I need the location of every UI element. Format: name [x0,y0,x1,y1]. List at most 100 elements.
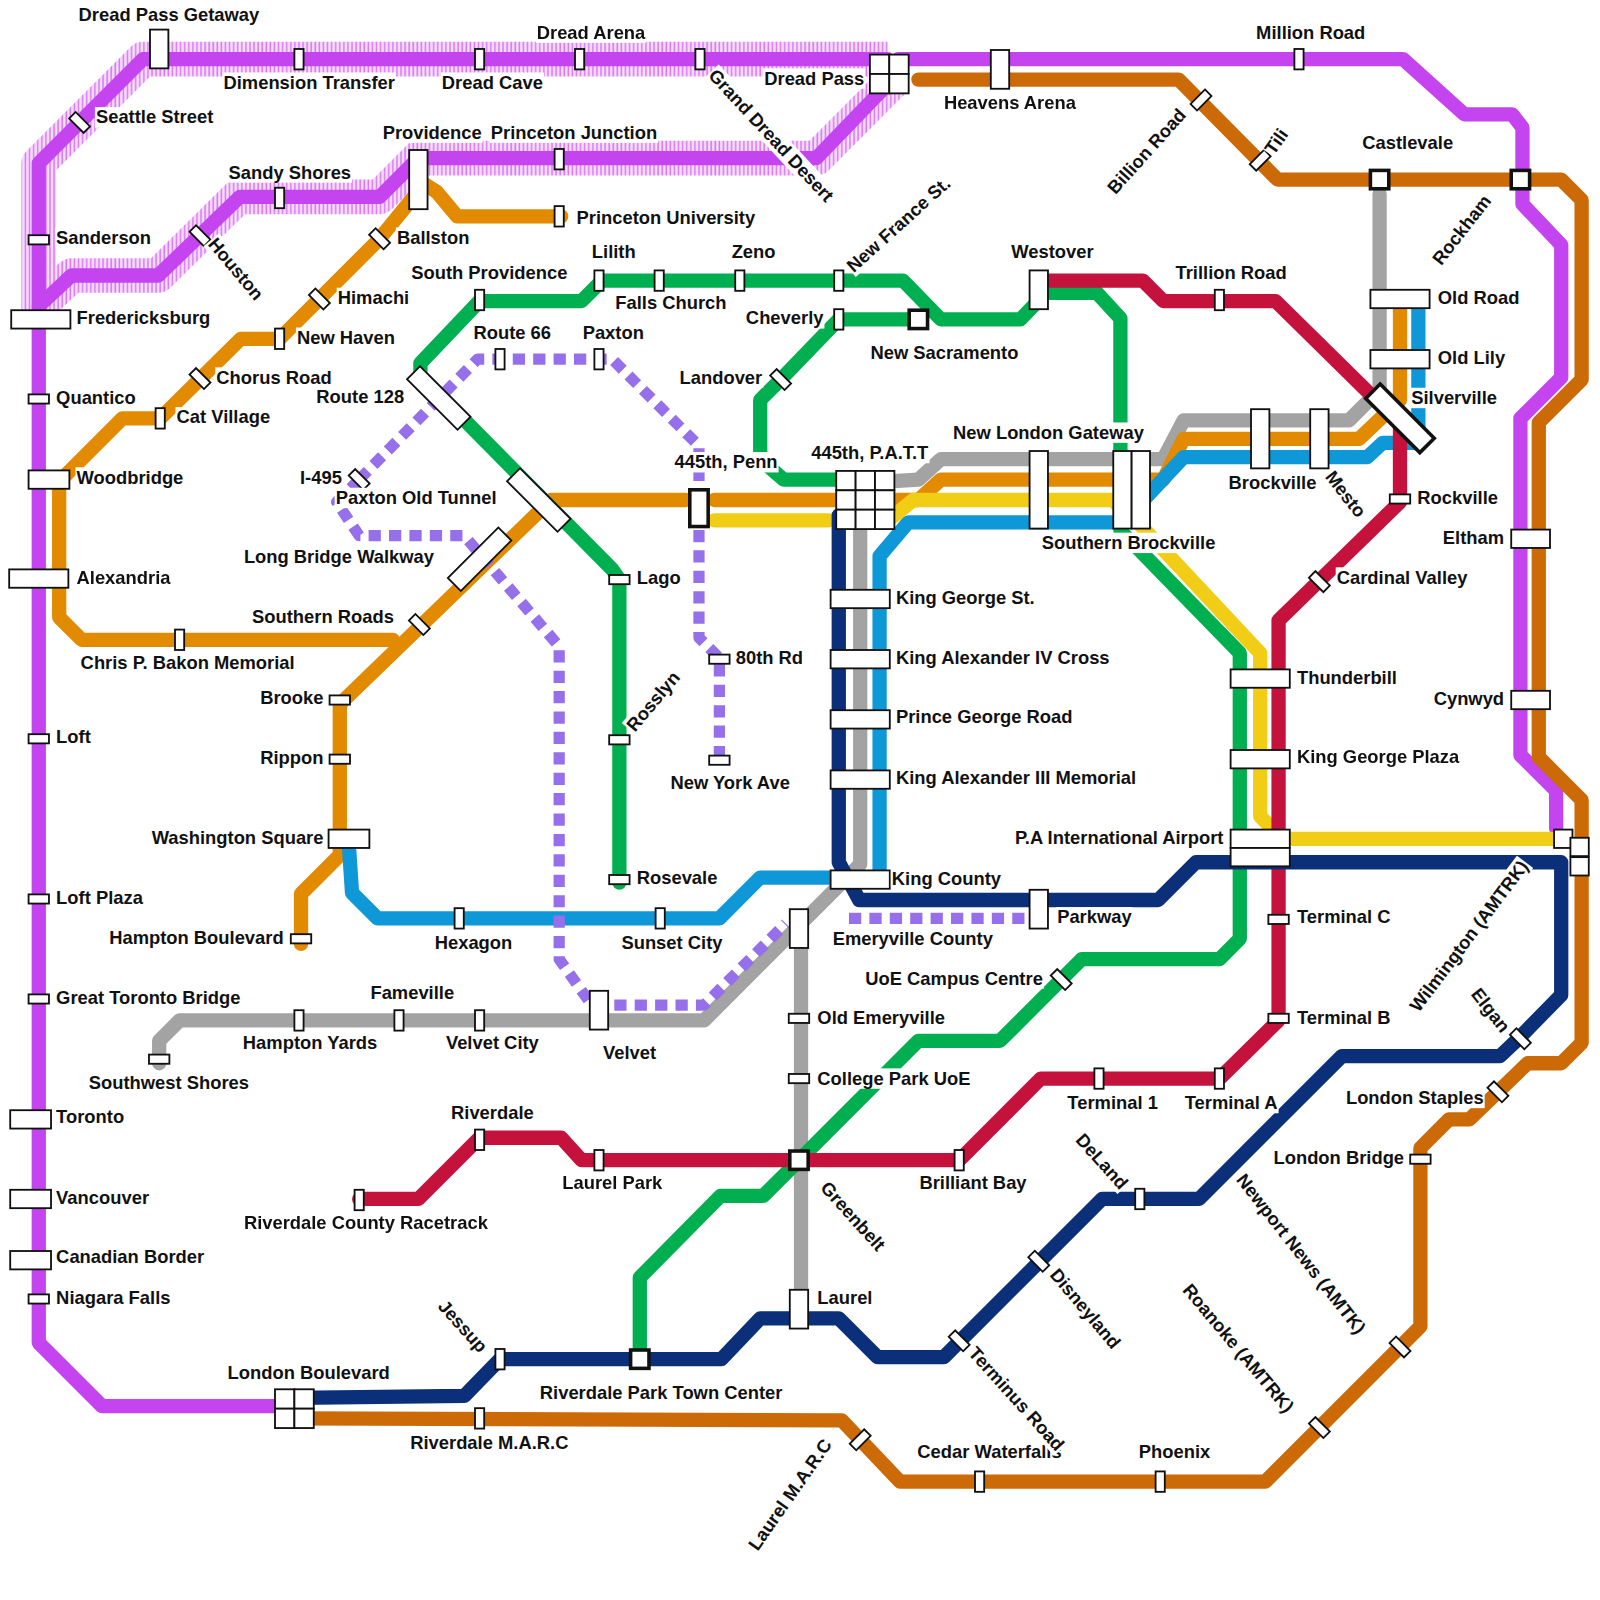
station-label: Hampton Yards [242,1033,378,1053]
station-marker [294,1010,303,1030]
station-label: Riverdale Park Town Center [539,1383,784,1403]
station-marker [10,1251,51,1269]
station-label: Greenbelt [816,1177,890,1256]
station-label: Riverdale County Racetrack [243,1212,489,1232]
station-marker [149,1055,169,1064]
station-label: Eltham [1442,528,1505,548]
station-label: King Alexander IV Cross [895,648,1111,668]
station-marker [156,408,165,428]
station-label: Princeton University [576,208,757,228]
station-label: Elgan [1466,984,1514,1038]
station-marker [609,575,629,584]
station-label: Long Bridge Walkway [243,547,435,567]
station-label: Cynwyd [1433,689,1505,709]
station-label: Old Emeryville [816,1008,946,1028]
station-marker [1294,49,1303,69]
station-marker [850,1429,871,1450]
metro-line [59,189,420,640]
station-label: Rockville [1416,488,1499,508]
station-marker [1156,1471,1165,1491]
station-marker [1215,290,1224,310]
station-label: Thunderbill [1296,667,1398,687]
station-label: Houston [203,233,268,305]
station-label: Sandy Shores [228,162,353,182]
station-marker [1094,1068,1103,1088]
station-label: Chris P. Bakon Memorial [80,653,296,673]
station-label: Landover [679,367,764,387]
station-marker [29,994,49,1003]
station-label: Hexagon [434,933,514,953]
station-label: Old Lily [1437,348,1506,368]
station-marker [291,934,311,943]
station-marker [330,755,350,764]
station-label: Old Road [1437,288,1521,308]
station-marker [1231,750,1290,768]
station-label: Parkway [1056,907,1133,927]
station-marker [1231,830,1290,848]
station-marker [1309,571,1330,592]
station-label: Alexandria [76,567,172,587]
station-label: Cheverly [745,308,825,328]
station-marker [455,908,464,928]
station-marker [409,150,427,209]
station-marker [29,894,49,903]
station-marker [1310,409,1328,468]
station-marker [590,991,608,1030]
station-marker [836,510,855,529]
station-label: South Providence [410,262,568,282]
station-label: Dread Pass Getaway [78,5,261,25]
station-label: Lago [636,567,682,587]
station-marker [29,394,49,403]
station-label: Washington Square [151,828,325,848]
station-marker [475,1130,484,1150]
station-marker [555,149,564,169]
station-marker [69,112,90,133]
station-label: Chorus Road [215,367,332,387]
station-marker [790,1151,808,1169]
station-marker [495,349,504,369]
station-label: Terminal B [1296,1008,1392,1028]
station-label: Rosslyn [622,667,685,736]
station-marker [889,74,908,93]
station-label: New Sacramento [869,343,1019,363]
station-label: Ballston [396,228,471,248]
station-marker [655,270,664,290]
station-marker [856,490,875,509]
station-marker [407,366,470,429]
station-label: New York Ave [669,772,790,792]
station-label: Zeno [731,242,777,262]
station-label: DeLand [1071,1129,1133,1194]
station-label: Westover [1010,242,1094,262]
station-label: Fameville [369,983,455,1003]
station-label: Lilith [591,242,637,262]
station-marker [275,1389,294,1408]
station-label: Southern Brockville [1041,533,1217,553]
station-label: Mesto [1321,466,1371,522]
station-label: Rockham [1428,190,1496,269]
station-label: Cardinal Valley [1336,567,1469,587]
station-label: New France St. [842,172,955,277]
station-marker [475,49,484,69]
metro-line [159,194,1379,1063]
station-label: Providence [382,122,483,142]
station-label: Falls Church [614,293,727,313]
station-marker [175,630,184,650]
station-marker [594,1150,603,1170]
station-label: London Boulevard [227,1362,391,1382]
station-marker [275,188,284,208]
station-marker [495,1349,504,1369]
station-marker [856,471,875,490]
station-marker [831,650,890,668]
station-label: Woodbridge [76,467,185,487]
station-marker [831,590,890,608]
station-marker [369,228,390,249]
station-marker [355,1190,364,1210]
station-label: King Alexander III Memorial [895,767,1137,787]
station-marker [1390,1336,1411,1357]
station-marker [909,310,927,328]
station-marker [1570,838,1588,856]
station-label: Brooke [259,688,324,708]
station-marker [709,655,729,664]
station-label: Laurel [816,1288,873,1308]
station-marker [448,527,511,590]
